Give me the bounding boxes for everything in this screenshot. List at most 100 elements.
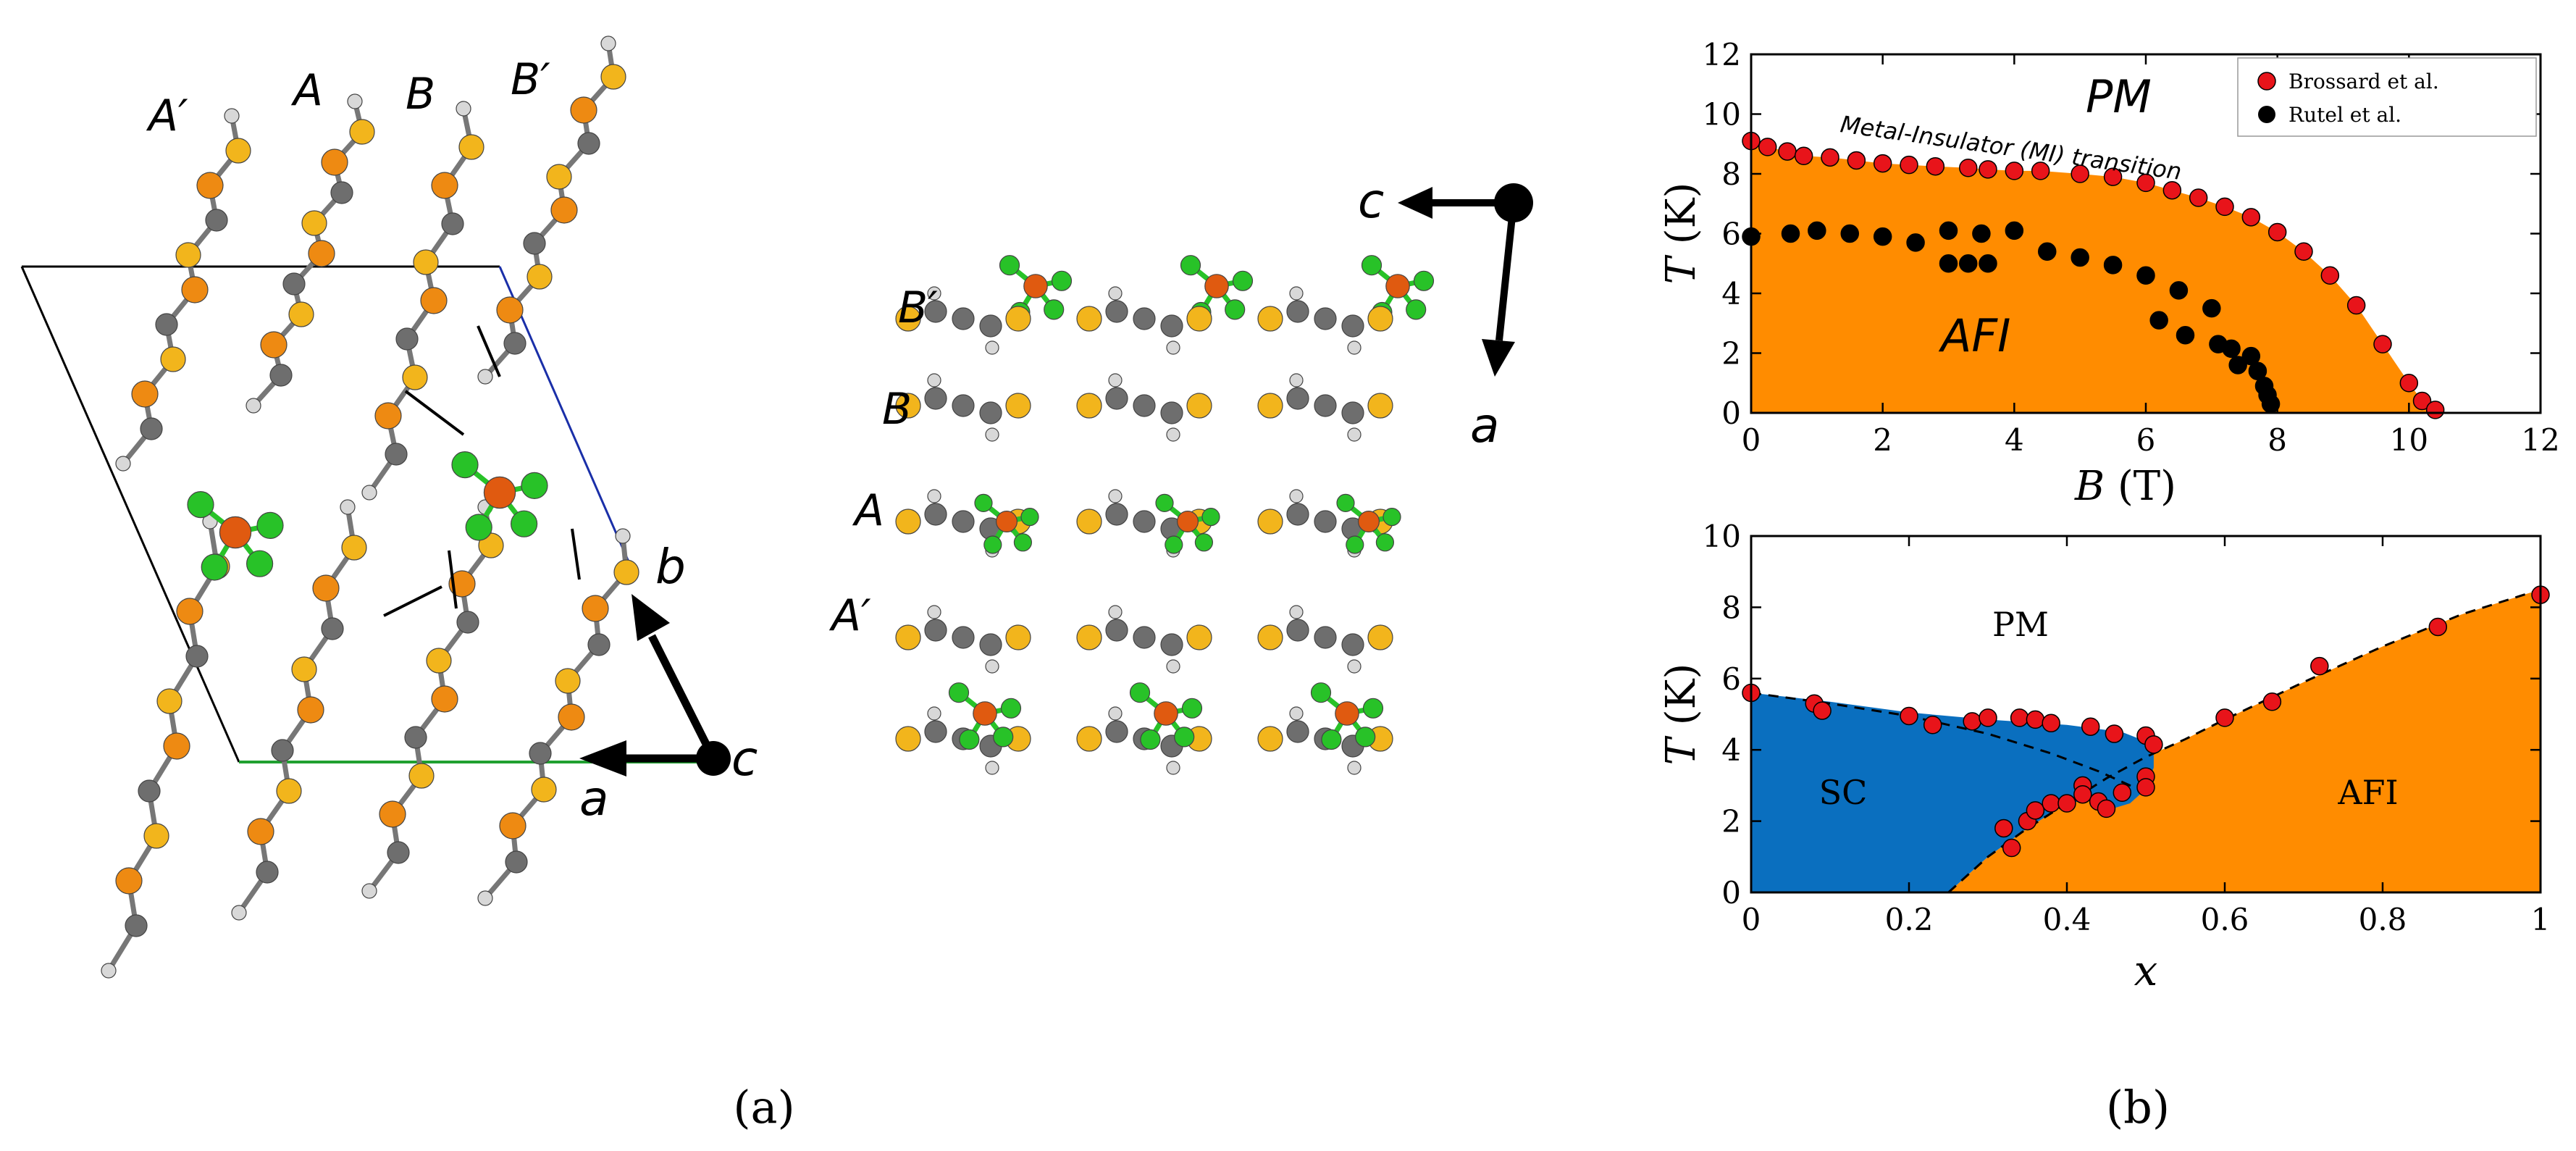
unit-cell-left-edge <box>20 266 240 763</box>
data-point-rutel <box>1873 227 1892 246</box>
sulfur-atom <box>526 264 553 290</box>
x-tick-label: 12 <box>2521 422 2559 458</box>
chlorine-atom <box>1181 698 1203 719</box>
hydrogen-atom <box>1289 605 1304 619</box>
sulfur-atom <box>1257 393 1283 419</box>
chlorine-atom <box>948 682 970 703</box>
carbon-atom <box>1314 307 1337 330</box>
sulfur-atom <box>1257 624 1283 650</box>
iron-atom <box>995 510 1018 532</box>
sulfur-atom <box>288 301 314 327</box>
carbon-atom <box>395 327 419 351</box>
sulfur-atom <box>1186 393 1212 419</box>
interaction-arrow <box>383 585 442 617</box>
hydrogen-atom <box>1166 659 1180 674</box>
sulfur-atom <box>143 823 169 849</box>
selenium-atom <box>431 685 458 713</box>
b-axis-arrow <box>648 634 717 761</box>
legend-box <box>2237 57 2537 137</box>
hydrogen-atom <box>477 369 493 385</box>
carbon-atom <box>321 617 344 640</box>
chlorine-atom <box>1413 270 1435 291</box>
sulfur-atom <box>895 726 921 752</box>
c-axis-dot <box>696 741 731 776</box>
sulfur-atom <box>458 134 484 160</box>
chlorine-atom <box>1174 727 1195 748</box>
carbon-atom <box>1314 626 1337 649</box>
data-point-rutel <box>2176 326 2195 345</box>
carbon-atom <box>1286 503 1309 526</box>
sulfur-atom <box>1186 624 1212 650</box>
carbon-atom <box>441 212 464 235</box>
sulfur-atom <box>1367 393 1393 419</box>
hydrogen-atom <box>985 761 999 775</box>
carbon-atom <box>924 619 947 642</box>
data-point-rutel <box>2038 242 2057 261</box>
sulfur-atom <box>1367 306 1393 332</box>
row-label-b-prime: B′ <box>898 282 938 333</box>
sulfur-atom <box>402 364 428 390</box>
data-point <box>2042 794 2060 813</box>
data-point-brossard <box>2103 167 2123 186</box>
sulfur-atom <box>613 559 639 585</box>
data-point-brossard <box>1758 138 1777 156</box>
chlorine-atom <box>246 550 274 577</box>
hydrogen-atom <box>985 659 999 674</box>
hydrogen-atom <box>115 456 131 472</box>
chlorine-atom <box>1346 535 1364 554</box>
data-point-brossard <box>2071 164 2089 183</box>
data-point-brossard <box>1794 146 1813 165</box>
y-tick-label: 8 <box>1721 156 1741 192</box>
data-point-rutel <box>1939 221 1958 240</box>
chlorine-atom <box>521 472 548 500</box>
data-point-rutel <box>2071 248 2089 267</box>
selenium-atom <box>181 276 209 304</box>
data-point <box>1923 716 1942 734</box>
data-point-brossard <box>1873 154 1892 173</box>
sulfur-atom <box>600 64 626 90</box>
y-tick-label: 2 <box>1721 804 1741 840</box>
data-point-rutel <box>2169 281 2189 300</box>
carbon-atom <box>1286 720 1309 743</box>
y-tick-label: 0 <box>1721 395 1741 431</box>
hydrogen-atom <box>1166 340 1180 355</box>
carbon-atom <box>1105 387 1128 410</box>
data-point-rutel <box>2005 221 2024 240</box>
iron-atom <box>1335 701 1359 726</box>
carbon-atom <box>185 645 209 668</box>
chlorine-atom <box>1383 507 1401 527</box>
iron-atom <box>219 516 252 549</box>
data-point-brossard <box>2346 296 2366 315</box>
hydrogen-atom <box>927 706 941 721</box>
hydrogen-atom <box>1289 373 1304 388</box>
region-label-sc: SC <box>1819 773 1868 812</box>
sulfur-atom <box>276 778 302 804</box>
row-label-a-prime: A′ <box>828 590 871 641</box>
a-axis-arrow <box>1495 202 1517 341</box>
hydrogen-atom <box>1108 706 1123 721</box>
chain-label-a-prime: A′ <box>146 91 188 141</box>
carbon-atom <box>1341 401 1364 424</box>
chain-label-b-prime: B′ <box>511 54 550 105</box>
x-tick-label: 4 <box>2005 422 2024 458</box>
sulfur-atom <box>426 648 452 674</box>
carbon-atom <box>952 510 975 533</box>
chlorine-atom <box>993 727 1014 748</box>
y-axis-title: T (K) <box>1658 183 1705 285</box>
a-axis-arrowhead <box>1482 339 1515 377</box>
carbon-atom <box>269 364 293 387</box>
carbon-atom <box>138 779 161 803</box>
selenium-atom <box>308 240 335 267</box>
data-point-brossard <box>2294 242 2313 261</box>
chlorine-atom <box>1310 682 1332 703</box>
chlorine-atom <box>187 490 214 519</box>
b-axis-dot <box>1494 183 1533 222</box>
chain-label-a: A <box>290 65 323 116</box>
sulfur-atom <box>546 164 572 190</box>
carbon-atom <box>385 443 408 466</box>
iron-atom <box>1176 510 1199 532</box>
chlorine-atom <box>983 535 1002 554</box>
hydrogen-atom <box>101 963 117 979</box>
chlorine-atom <box>1375 533 1395 552</box>
